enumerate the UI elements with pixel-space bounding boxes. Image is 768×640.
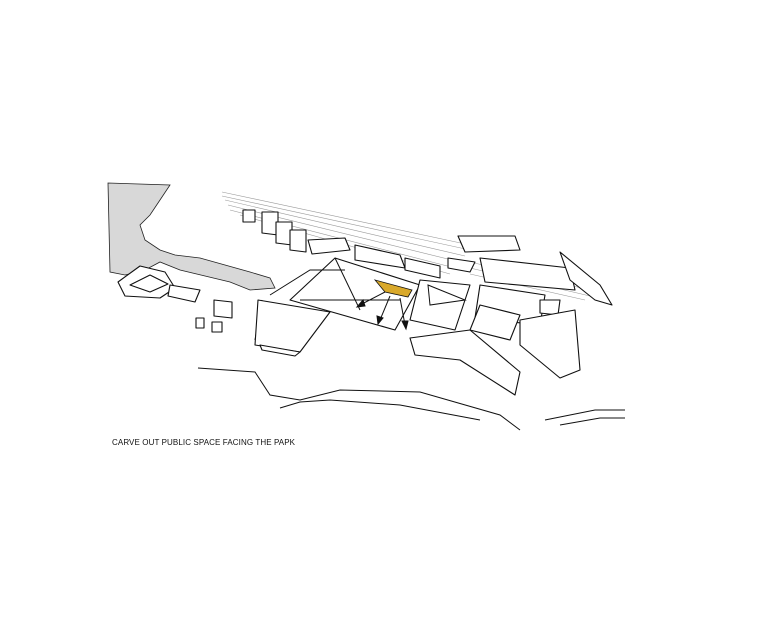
direction-arrows <box>355 291 409 331</box>
road-lines <box>197 367 625 431</box>
public-space-highlight <box>373 279 413 298</box>
water-area <box>107 182 276 291</box>
diagram-caption: CARVE OUT PUBLIC SPACE FACING THE PAPK <box>112 438 296 447</box>
left-buildings <box>117 265 233 333</box>
upper-buildings <box>242 209 441 279</box>
central-blocks <box>254 257 471 357</box>
right-buildings <box>409 235 613 396</box>
